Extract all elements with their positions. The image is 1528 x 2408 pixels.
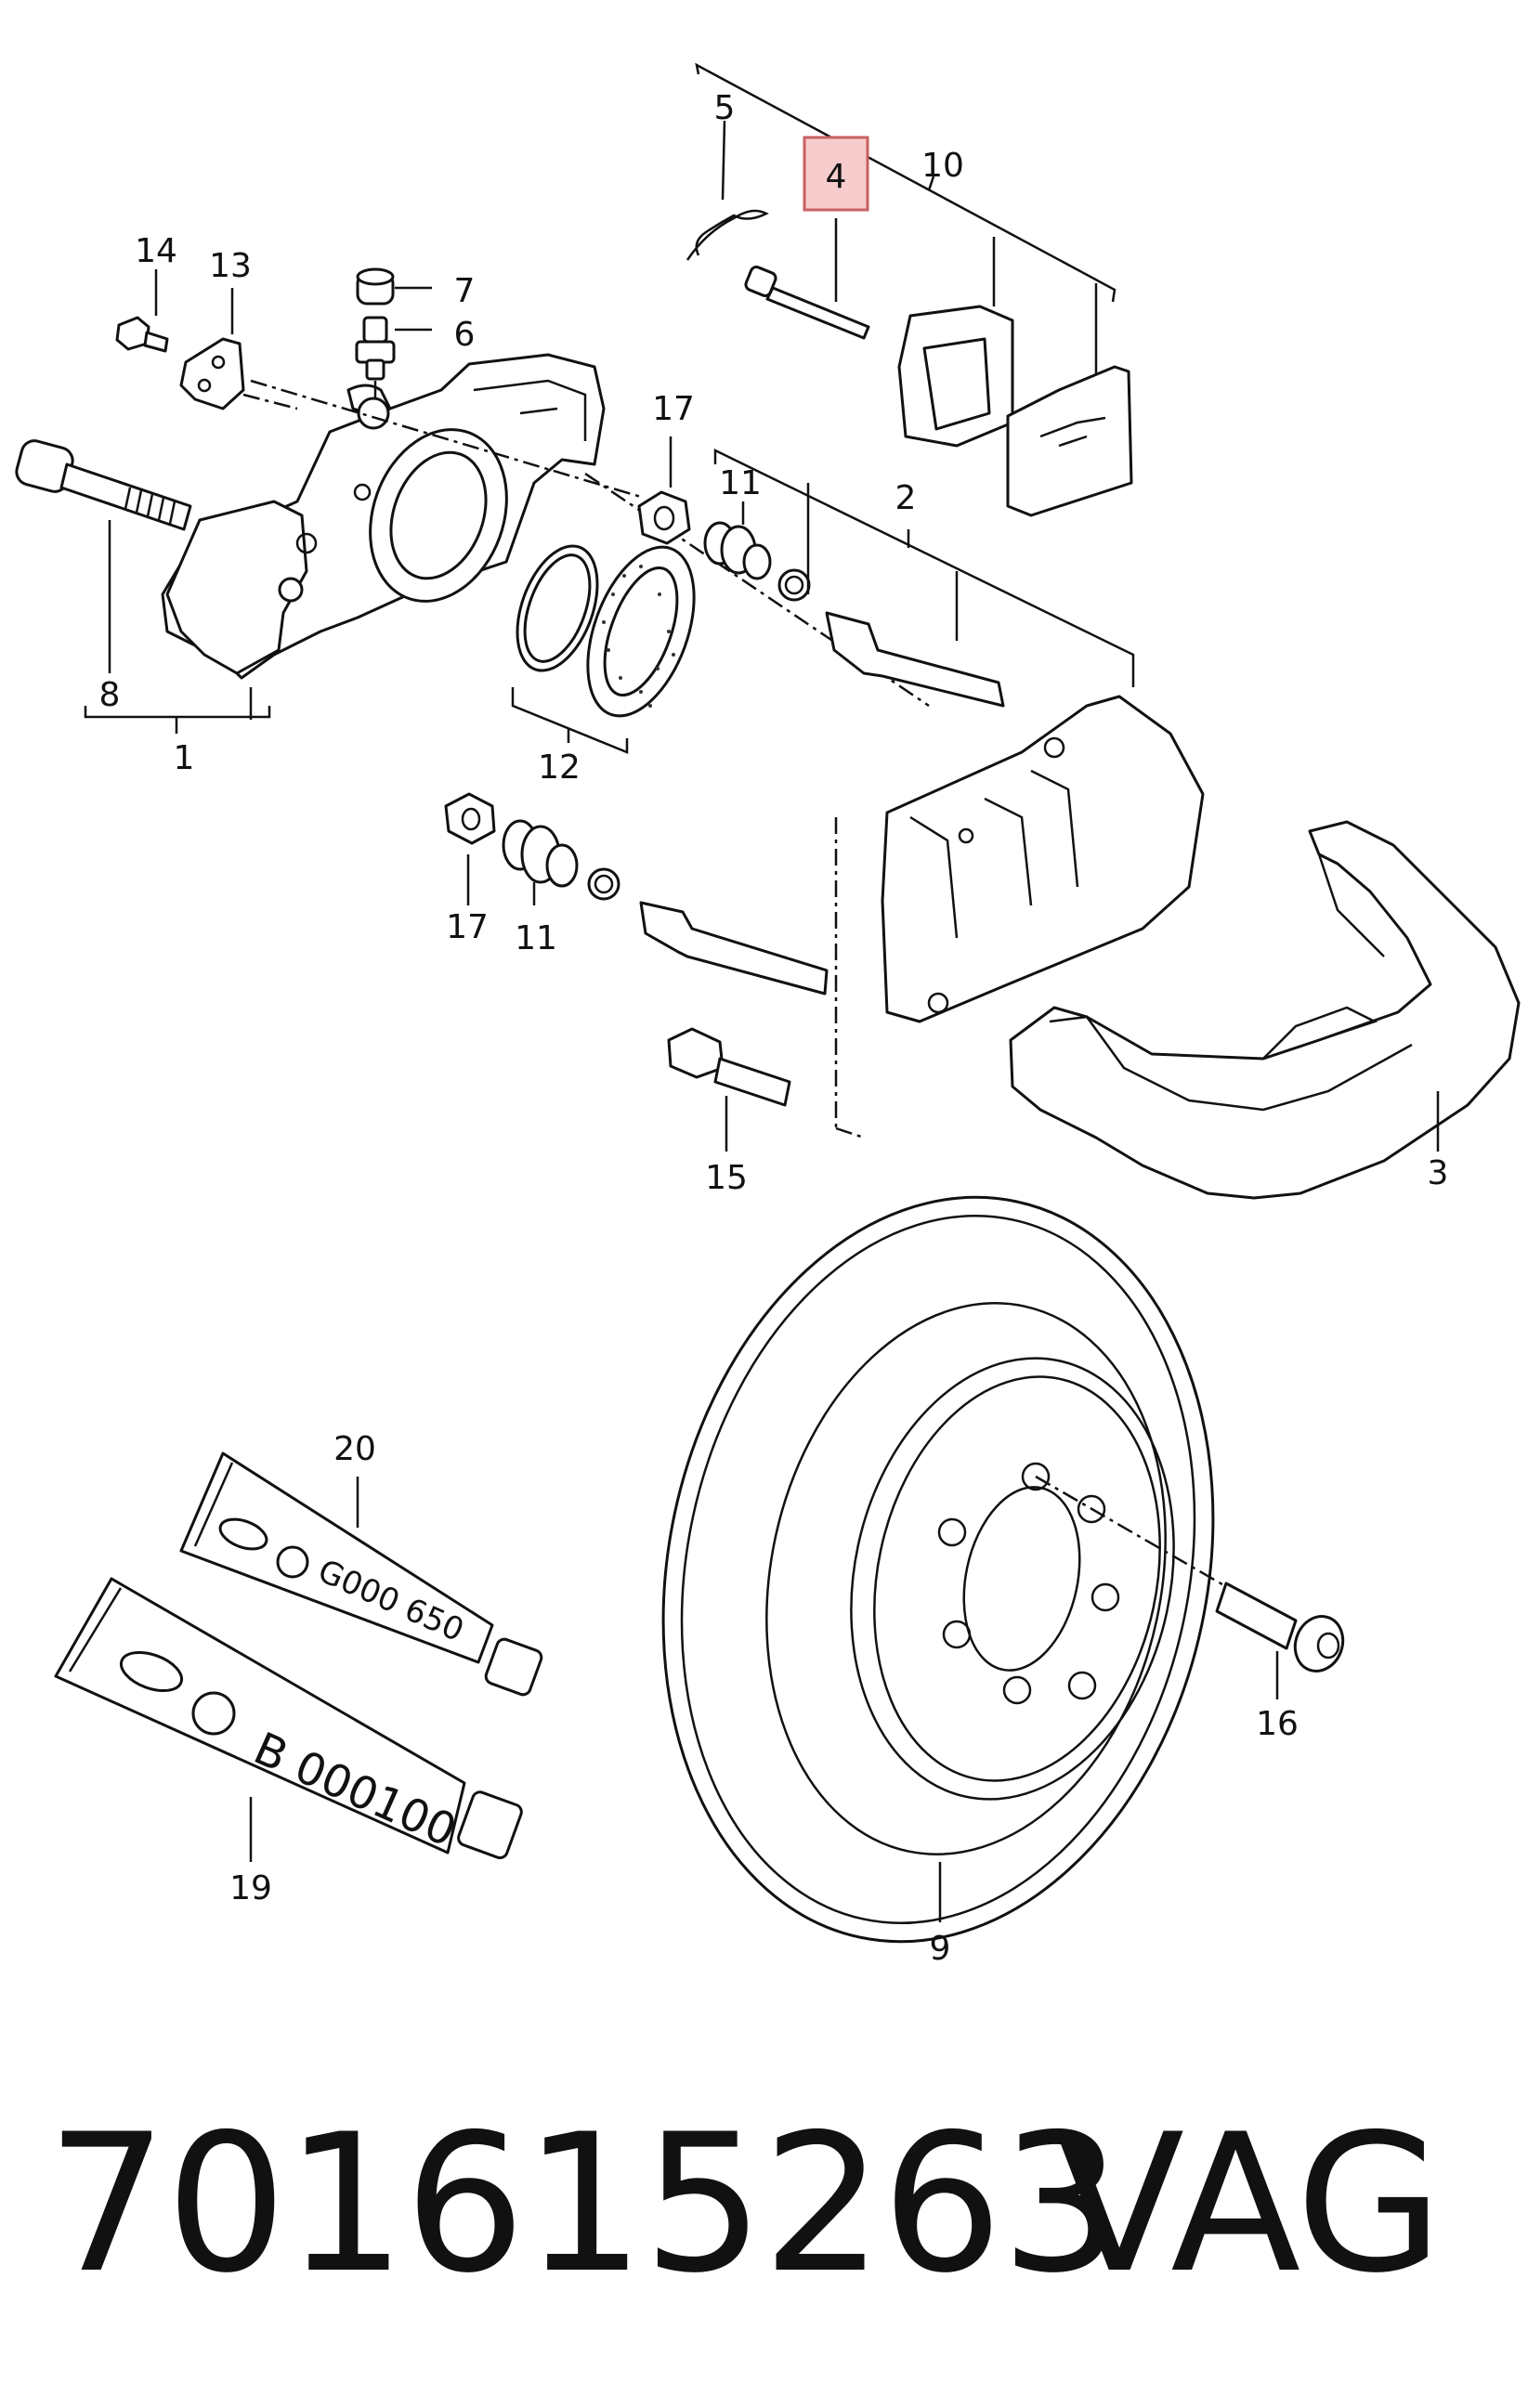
callout-3: 3 [1428, 1154, 1449, 1192]
part-8-guide-bolt [15, 439, 192, 531]
callout-16: 16 [1256, 1705, 1299, 1743]
part-20-grease-tube [179, 1451, 543, 1697]
callout-17-upper: 17 [652, 390, 695, 428]
part-5-spring [686, 209, 769, 261]
part-3-splash-shield [1009, 820, 1521, 1200]
part-7-cap [356, 267, 395, 306]
callout-17-lower: 17 [446, 908, 489, 946]
part-2-guide-pin-upper [825, 611, 1005, 708]
part-9-brake-disc [661, 1195, 1215, 1944]
bracket-2 [713, 448, 1135, 687]
brand-name: VAG [1054, 2094, 1443, 2315]
part-number: 701615263 [46, 2094, 1122, 2315]
callout-9: 9 [930, 1930, 951, 1968]
highlight-box-4 [803, 136, 869, 212]
bracket-1 [84, 706, 271, 734]
part-14-bolt [115, 316, 169, 353]
part-12-piston-seal [516, 544, 696, 718]
part-4-pin [744, 266, 870, 340]
callout-12: 12 [538, 748, 581, 787]
part-13-bracket [179, 337, 245, 410]
callout-19: 19 [229, 1869, 272, 1907]
callout-6: 6 [454, 316, 476, 354]
part-11-boot-lower [502, 819, 620, 901]
carrier-bracket [881, 695, 1205, 1023]
callout-11-upper: 11 [719, 464, 762, 502]
callout-11-lower: 11 [515, 919, 557, 957]
part-17-nut-lower [444, 792, 496, 845]
part-15-bolt [667, 1027, 791, 1107]
part-11-boot-upper [703, 521, 811, 602]
callout-8: 8 [99, 676, 121, 714]
callout-14: 14 [135, 232, 177, 270]
part-1-caliper-housing [161, 353, 606, 680]
part-16-bolt [1215, 1581, 1345, 1673]
bracket-10 [695, 62, 1117, 303]
callout-5: 5 [714, 89, 736, 127]
callout-13: 13 [209, 247, 252, 285]
callout-2: 2 [895, 479, 917, 517]
part-10-brake-pads [897, 305, 1133, 517]
product-footer: 701615263 VAG [46, 2094, 1495, 2326]
part-17-nut-upper [637, 490, 691, 545]
part-19-grease-tube [54, 1577, 523, 1860]
callout-7: 7 [454, 272, 476, 310]
part-6-bleeder-valve [355, 316, 396, 381]
part-guide-pin-lower [639, 901, 829, 996]
callout-1: 1 [174, 739, 195, 777]
callout-20: 20 [333, 1430, 376, 1468]
callout-10: 10 [921, 147, 964, 185]
callout-4: 4 [826, 158, 847, 196]
callout-15: 15 [705, 1159, 748, 1197]
bracket-12 [511, 687, 629, 754]
